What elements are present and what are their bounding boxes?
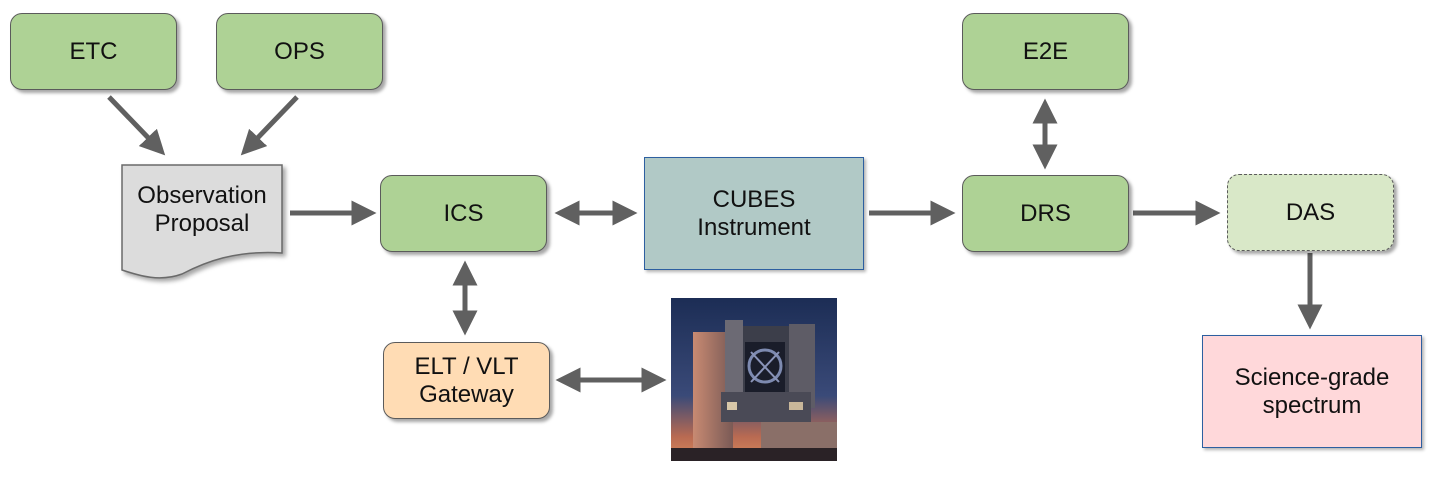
- science-spectrum-box: Science-grade spectrum: [1202, 335, 1422, 448]
- ics-box: ICS: [380, 175, 547, 252]
- arrow-ops-to-proposal: [240, 95, 299, 156]
- observation-proposal-document: Observation Proposal: [122, 170, 282, 250]
- elt-vlt-gateway-label: ELT / VLT Gateway: [414, 352, 519, 408]
- e2e-label: E2E: [1022, 37, 1069, 65]
- e2e-box: E2E: [962, 13, 1129, 90]
- etc-box: ETC: [10, 13, 177, 90]
- etc-label: ETC: [69, 37, 118, 65]
- science-spectrum-label: Science-grade spectrum: [1234, 363, 1390, 419]
- ics-label: ICS: [443, 199, 484, 227]
- das-label: DAS: [1285, 198, 1336, 226]
- drs-box: DRS: [962, 175, 1129, 252]
- arrow-etc-to-proposal: [107, 95, 166, 156]
- drs-label: DRS: [1020, 199, 1071, 227]
- ops-box: OPS: [216, 13, 383, 90]
- observation-proposal-label: Observation Proposal: [137, 182, 267, 237]
- elt-vlt-gateway-box: ELT / VLT Gateway: [383, 342, 550, 419]
- telescope-photo: [671, 298, 837, 461]
- das-box: DAS: [1227, 174, 1394, 251]
- cubes-instrument-box: CUBES Instrument: [644, 157, 864, 270]
- cubes-instrument-label: CUBES Instrument: [697, 185, 811, 241]
- ops-label: OPS: [274, 37, 325, 65]
